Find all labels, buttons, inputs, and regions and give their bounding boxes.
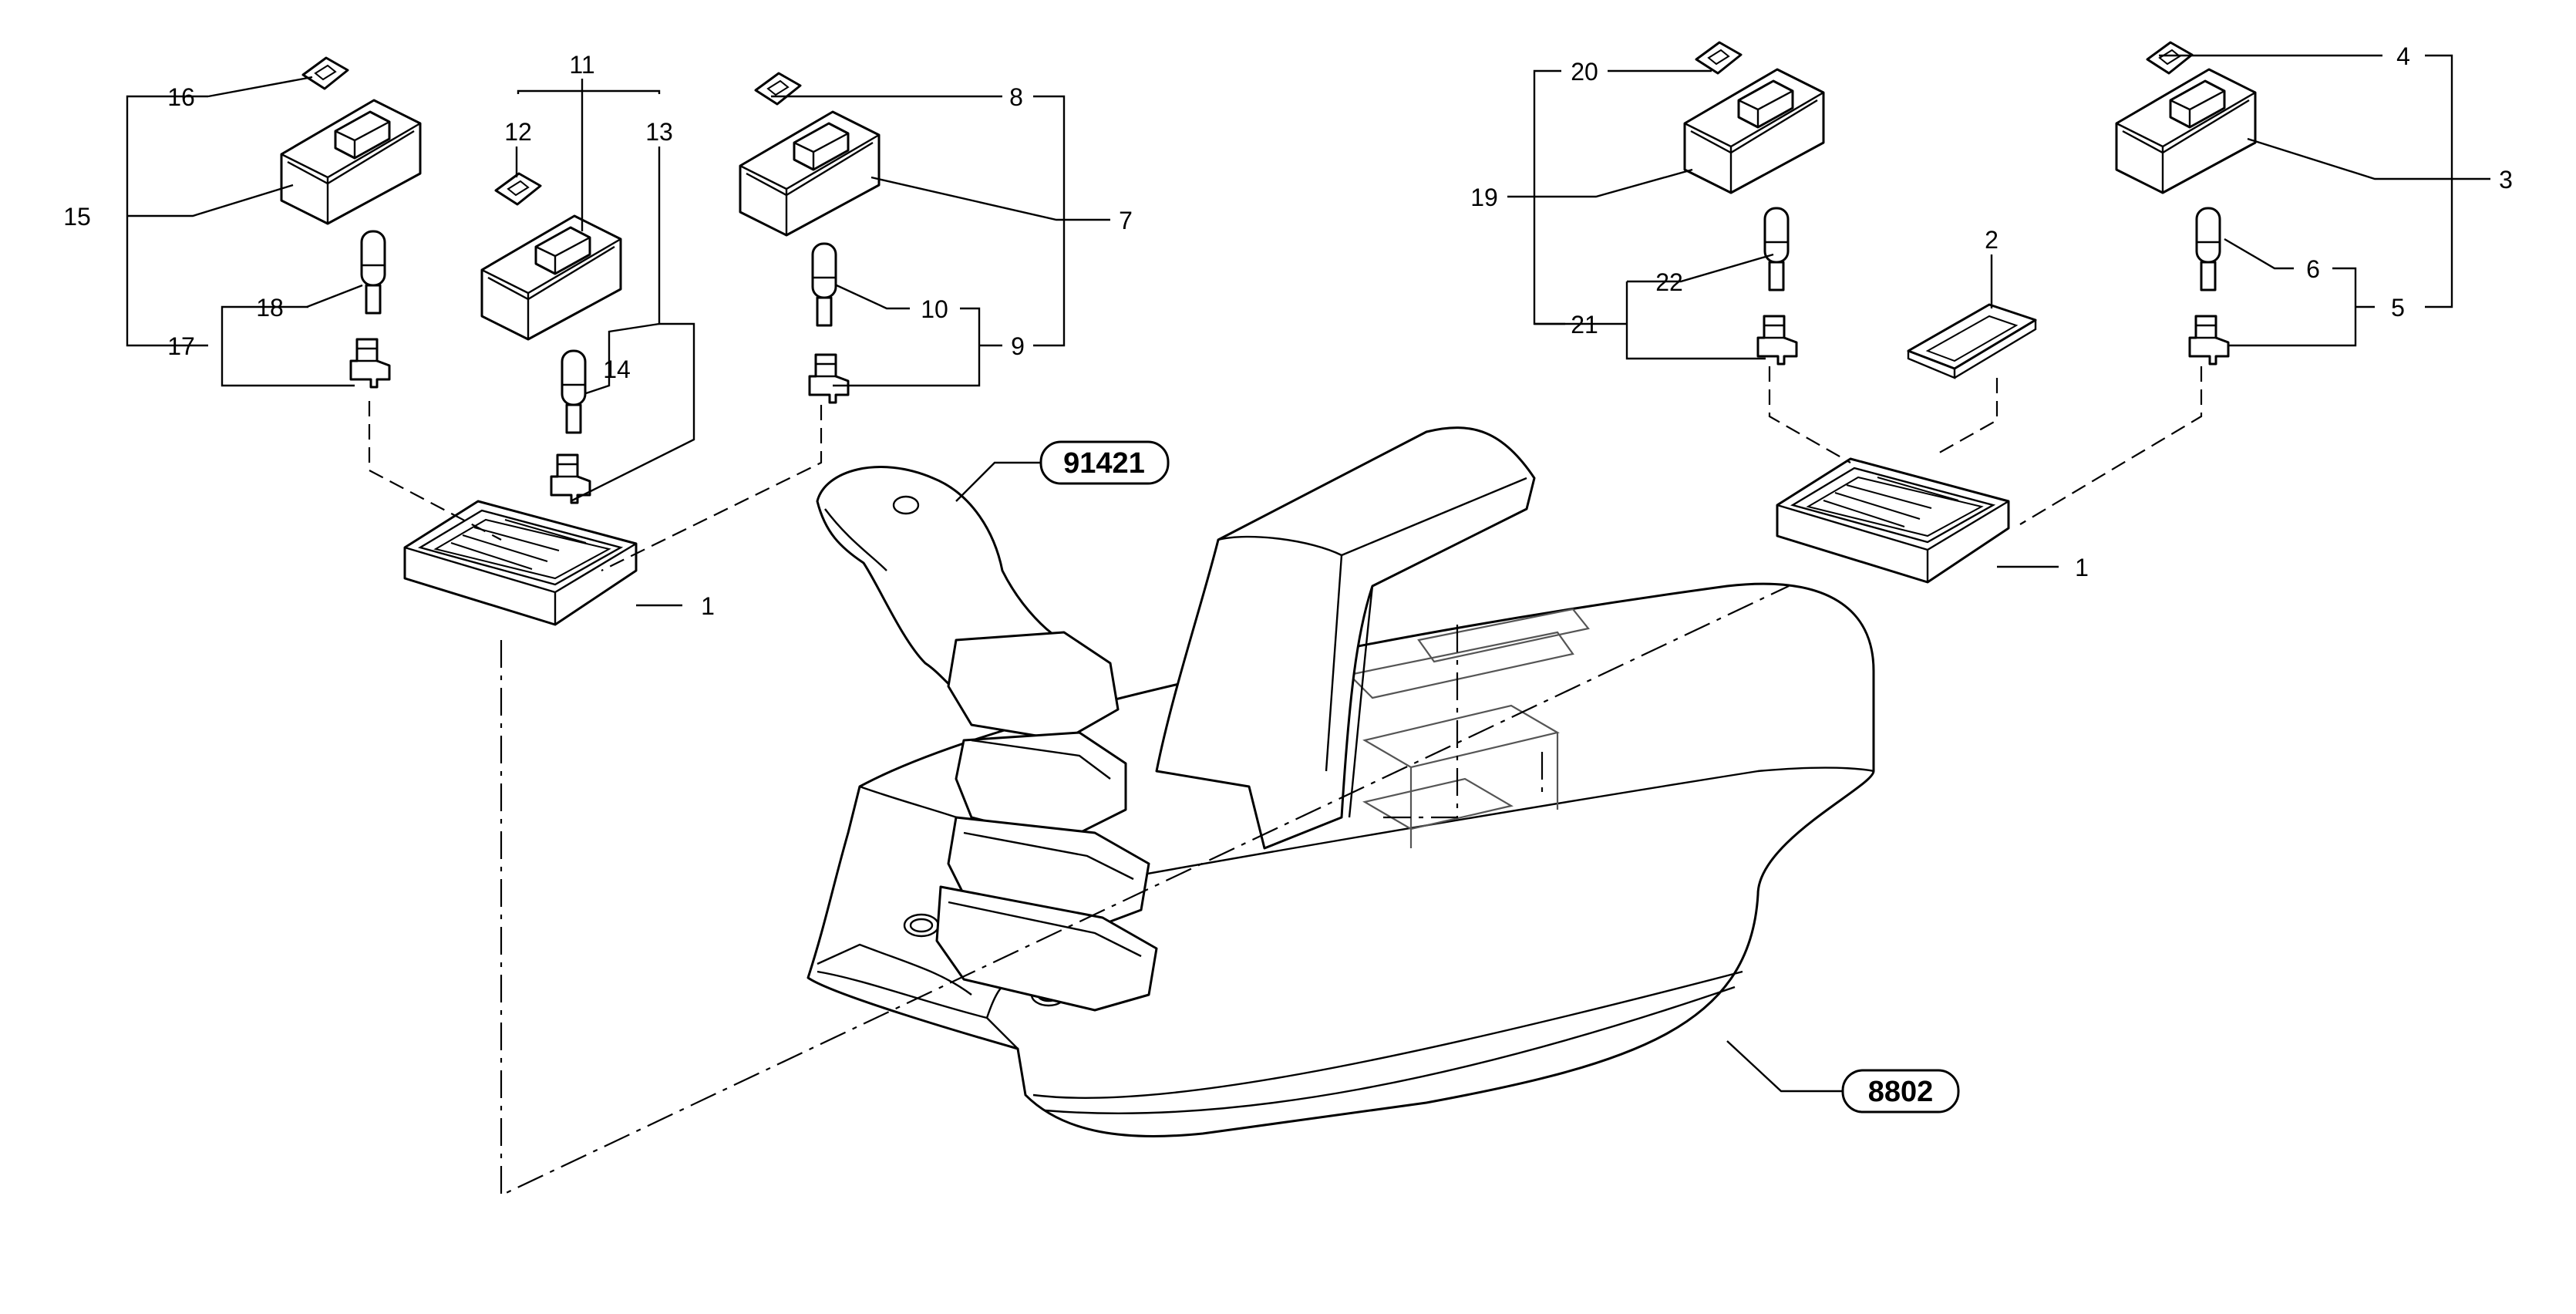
part-label-8: 8 bbox=[1009, 83, 1023, 111]
part-label-7: 7 bbox=[1119, 207, 1133, 234]
part-label-1-right: 1 bbox=[2075, 554, 2089, 581]
part-label-2: 2 bbox=[1985, 226, 1999, 254]
part-label-3: 3 bbox=[2499, 166, 2513, 194]
part-label-17: 17 bbox=[167, 332, 195, 360]
part-label-16: 16 bbox=[167, 83, 195, 111]
assembly-lines bbox=[368, 366, 2203, 1197]
armrest bbox=[1155, 426, 1536, 850]
left-switch-group bbox=[280, 56, 881, 626]
reference-console-label: 8802 bbox=[1868, 1076, 1934, 1108]
part-label-14: 14 bbox=[603, 355, 631, 383]
part-label-15: 15 bbox=[63, 203, 91, 231]
part-label-11: 11 bbox=[569, 51, 594, 79]
part-label-21: 21 bbox=[1571, 311, 1598, 339]
part-label-13: 13 bbox=[645, 118, 673, 146]
part-label-1-left: 1 bbox=[701, 592, 715, 620]
part-label-18: 18 bbox=[256, 294, 284, 322]
reference-console-callout: 8802 bbox=[1841, 1069, 1960, 1114]
reference-joystick-label: 91421 bbox=[1063, 447, 1145, 480]
part-label-20: 20 bbox=[1571, 58, 1598, 86]
right-switch-group bbox=[1683, 41, 2257, 584]
blanking-plate bbox=[1907, 303, 2037, 379]
joystick bbox=[816, 466, 1158, 1012]
leader-lines bbox=[126, 54, 2490, 1093]
part-label-12: 12 bbox=[504, 118, 532, 146]
part-label-6: 6 bbox=[2306, 255, 2320, 283]
part-label-4: 4 bbox=[2396, 42, 2410, 70]
part-label-19: 19 bbox=[1470, 184, 1498, 211]
part-label-9: 9 bbox=[1011, 332, 1025, 360]
part-label-5: 5 bbox=[2391, 294, 2405, 322]
reference-joystick-callout: 91421 bbox=[1039, 440, 1170, 485]
part-label-10: 10 bbox=[921, 295, 948, 323]
part-labels: 16 15 18 17 11 12 13 14 8 7 10 9 1 20 19… bbox=[63, 42, 2513, 620]
part-label-22: 22 bbox=[1655, 268, 1683, 296]
